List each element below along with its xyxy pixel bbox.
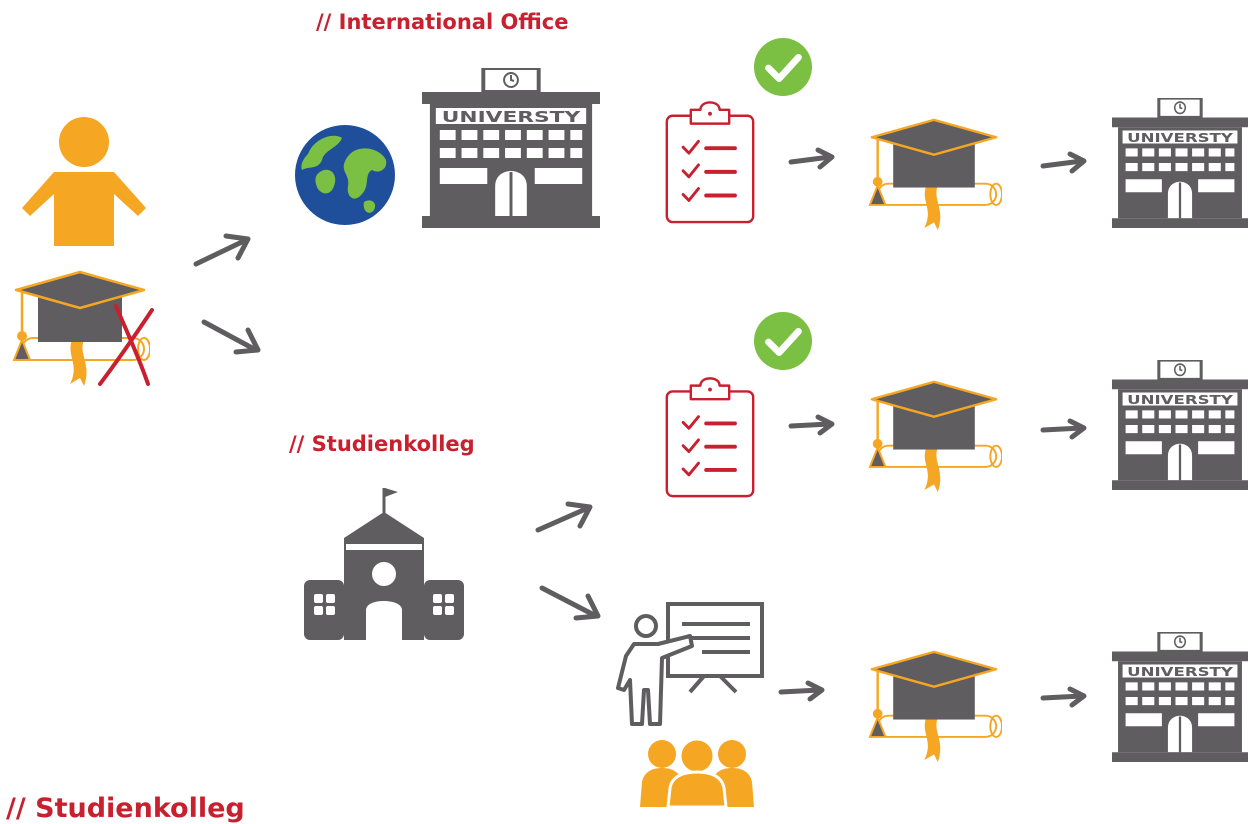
university-sign-text: UNIVERSTY xyxy=(1127,130,1233,144)
cross-mark-icon xyxy=(96,300,162,390)
graduation-cap-diploma-icon xyxy=(866,378,1002,494)
university-building-icon: UNIVERSTY xyxy=(1112,360,1248,490)
studienkolleg-label-bottom: // Studienkolleg xyxy=(6,793,245,824)
graduation-cap-diploma-icon xyxy=(866,116,1002,232)
university-building-icon: UNIVERSTY xyxy=(422,68,600,228)
international-office-label: // International Office xyxy=(316,10,569,34)
university-building-icon: UNIVERSTY xyxy=(1112,632,1248,762)
graduation-cap-diploma-icon xyxy=(866,648,1002,764)
arrow-icon xyxy=(788,414,836,436)
checklist-icon xyxy=(662,374,758,500)
studienkolleg-label: // Studienkolleg xyxy=(289,432,475,456)
university-sign-text: UNIVERSTY xyxy=(1127,664,1233,678)
teacher-presentation-icon xyxy=(612,600,768,728)
arrow-icon xyxy=(778,680,826,702)
university-sign-text: UNIVERSTY xyxy=(1127,392,1233,406)
arrow-icon xyxy=(1040,686,1088,708)
arrow-icon xyxy=(534,500,594,534)
arrow-icon xyxy=(1040,151,1088,174)
school-building-icon xyxy=(304,484,464,644)
arrow-icon xyxy=(788,147,836,170)
checklist-icon xyxy=(662,98,758,226)
arrow-icon xyxy=(192,232,252,268)
person-icon xyxy=(18,116,150,248)
checkmark-badge-icon xyxy=(754,312,812,370)
student-group-icon xyxy=(640,734,754,809)
arrow-icon xyxy=(200,318,262,356)
globe-icon xyxy=(294,124,396,226)
university-sign-text: UNIVERSTY xyxy=(442,108,581,126)
arrow-icon xyxy=(1040,418,1088,440)
university-building-icon: UNIVERSTY xyxy=(1112,98,1248,228)
checkmark-badge-icon xyxy=(754,38,812,96)
arrow-icon xyxy=(538,584,602,622)
